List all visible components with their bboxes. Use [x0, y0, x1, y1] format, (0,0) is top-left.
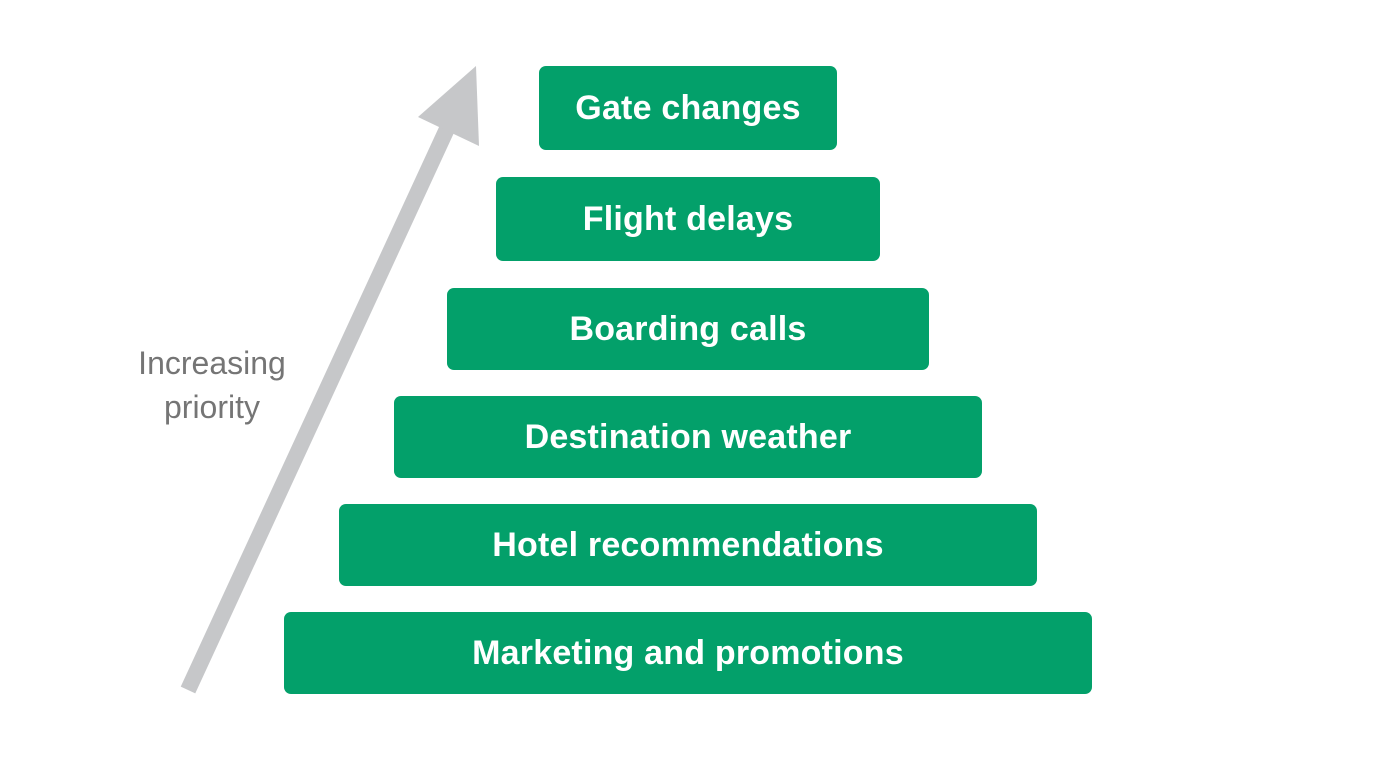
- priority-arrow-head: [418, 66, 479, 146]
- tier-hotel-recommendations: Hotel recommendations: [339, 504, 1037, 586]
- tier-destination-weather: Destination weather: [394, 396, 982, 478]
- priority-arrow-shaft: [180, 114, 460, 694]
- axis-label-line1: Increasing: [138, 345, 286, 381]
- tier-boarding-calls: Boarding calls: [447, 288, 929, 370]
- tier-marketing-and-promotions: Marketing and promotions: [284, 612, 1092, 694]
- axis-label: Increasing priority: [112, 341, 312, 429]
- axis-label-line2: priority: [163, 389, 260, 425]
- tier-gate-changes: Gate changes: [539, 66, 837, 150]
- tier-flight-delays: Flight delays: [496, 177, 880, 261]
